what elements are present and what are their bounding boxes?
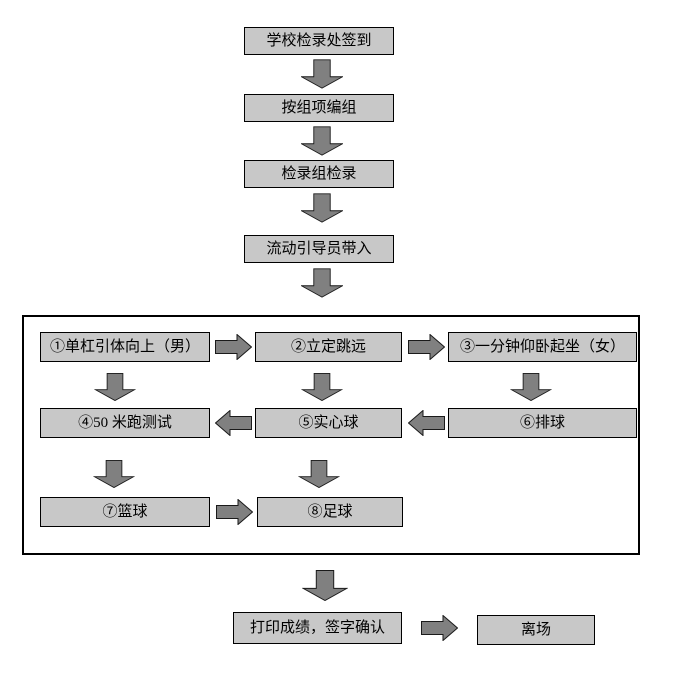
station-7-basketball: ⑦篮球 [40,497,210,527]
station-2-standing-jump: ②立定跳远 [255,332,402,362]
step-leave-field: 离场 [477,615,595,645]
arrow-down-icon [301,193,343,223]
arrow-right-icon [408,334,445,360]
step-checkin-group: 检录组检录 [244,160,394,188]
arrow-right-icon [216,499,253,525]
arrow-left-icon [408,410,445,436]
arrow-down-icon [94,373,136,401]
step-grouping: 按组项编组 [244,94,394,122]
arrow-down-icon [301,373,343,401]
station-8-soccer: ⑧足球 [257,497,403,527]
station-6-volleyball: ⑥排球 [448,408,637,438]
arrow-down-icon [298,460,340,488]
step-school-checkin-signin: 学校检录处签到 [244,27,394,55]
arrow-left-icon [215,410,252,436]
arrow-down-icon [93,460,135,488]
station-5-medicine-ball: ⑤实心球 [255,408,402,438]
arrow-down-icon [301,268,343,298]
arrow-down-icon [301,59,343,89]
arrow-down-icon [510,373,552,401]
step-guide-lead-in: 流动引导员带入 [244,235,394,263]
step-print-results-sign: 打印成绩，签字确认 [233,612,402,644]
arrow-right-icon [421,615,458,641]
arrow-down-icon [302,570,348,601]
station-3-situps-female: ③一分钟仰卧起坐（女） [448,332,637,362]
station-4-50m-run: ④50 米跑测试 [40,408,210,438]
arrow-down-icon [301,126,343,156]
arrow-right-icon [215,334,252,360]
station-1-pullups-male: ①单杠引体向上（男） [40,332,210,362]
